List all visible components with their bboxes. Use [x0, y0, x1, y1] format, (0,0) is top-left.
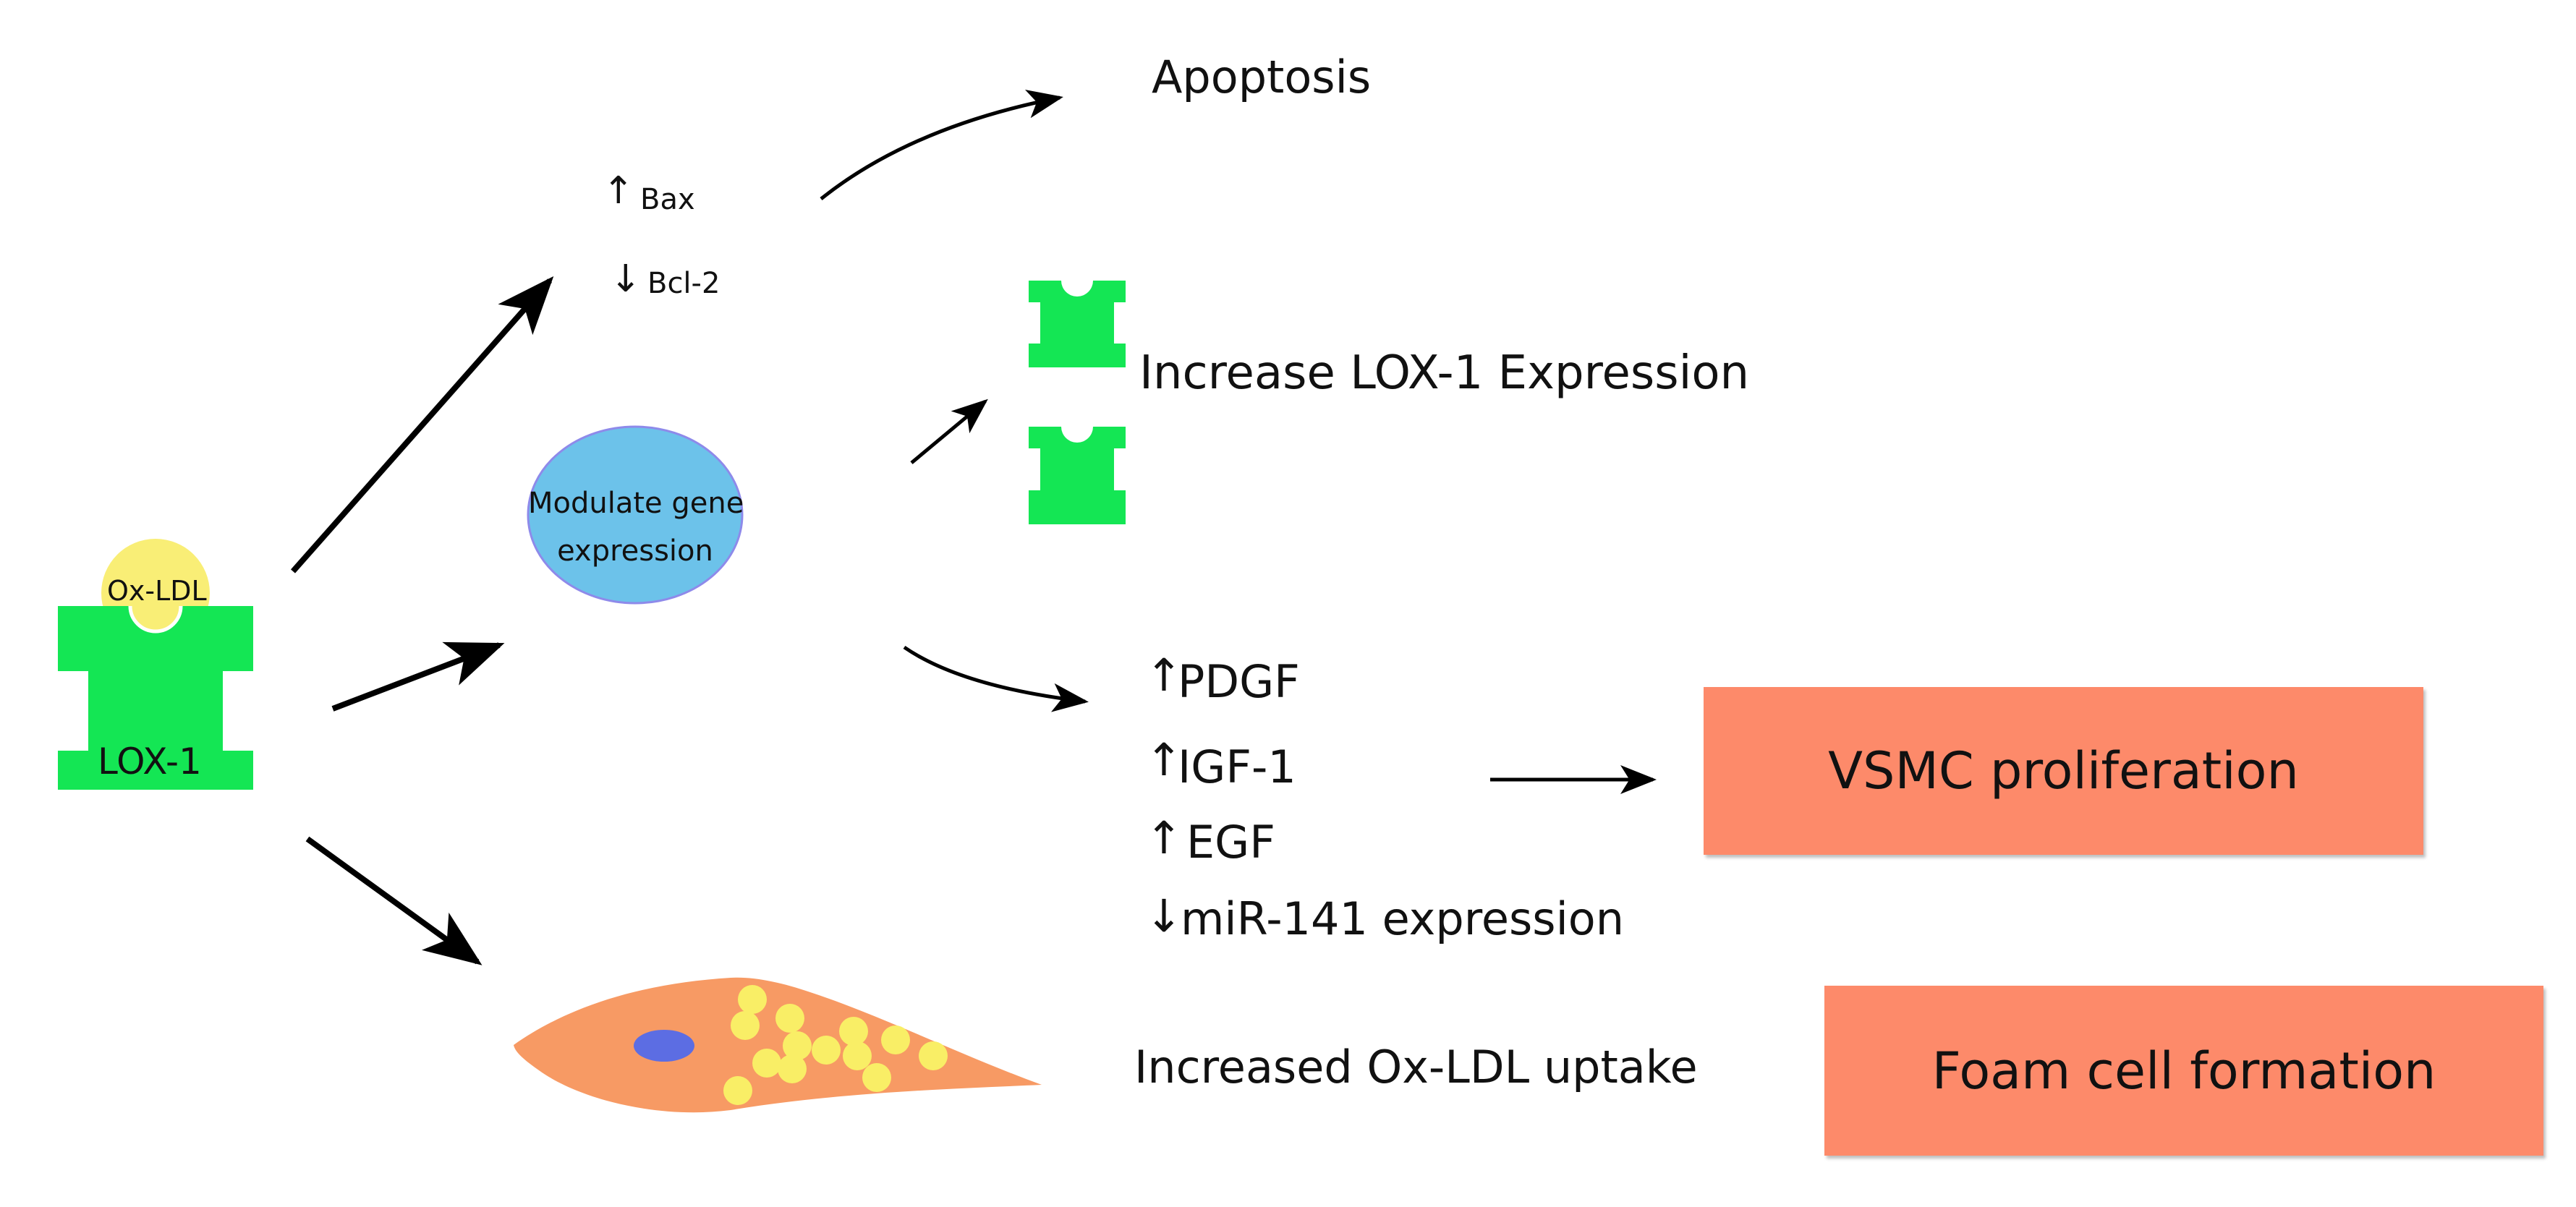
pdgf-label: PDGF: [1178, 655, 1300, 708]
arrow-lox1-to-nucleus: [331, 641, 505, 712]
uptake-label: Increased Ox-LDL uptake: [1134, 1041, 1698, 1093]
egf-up-arrow-icon: ↑: [1145, 811, 1183, 864]
foam-cell-formation-label: Foam cell formation: [1931, 1041, 2436, 1101]
apoptosis-label: Apoptosis: [1152, 51, 1372, 103]
nucleus-label-line1: Modulate gene: [528, 487, 744, 520]
lox1-label: LOX-1: [98, 741, 202, 782]
lox1-receptor-shape: [58, 606, 253, 790]
mir141-down-arrow-icon: ↓: [1145, 890, 1183, 942]
egf-label: EGF: [1186, 816, 1275, 869]
bcl2-label: Bcl-2: [647, 267, 720, 300]
ox-ldl-label: Ox-LDL: [107, 575, 207, 607]
cell-body: [514, 977, 1042, 1113]
arrow-nucleus-to-growth-factors: [903, 645, 1089, 712]
flow-arrows: [291, 89, 1657, 965]
bax-up-arrow-icon: ↑: [603, 169, 634, 213]
mir141-label: miR-141 expression: [1181, 892, 1625, 945]
new-receptor-2: [1029, 427, 1126, 524]
bax-label: Bax: [640, 183, 695, 216]
arrow-lox1-to-foam-cell: [305, 836, 483, 965]
foam-cell-formation-box: Foam cell formation: [1824, 986, 2543, 1156]
foam-cell: [514, 977, 1042, 1113]
cell-nucleus: [634, 1030, 694, 1062]
new-receptor-1: [1029, 281, 1126, 367]
lox-expression-label: Increase LOX-1 Expression: [1139, 346, 1750, 400]
arrow-nucleus-to-lox-expression: [910, 398, 988, 464]
lox1-receptor: [58, 539, 253, 790]
igf1-label: IGF-1: [1178, 741, 1296, 793]
lipid-droplets: [723, 985, 948, 1105]
arrow-to-apoptosis: [820, 89, 1063, 200]
igf1-up-arrow-icon: ↑: [1145, 733, 1183, 786]
vsmc-proliferation-label: VSMC proliferation: [1828, 741, 2299, 801]
nucleus-ellipse: [527, 425, 744, 605]
nucleus-label-line2: expression: [557, 534, 713, 568]
vsmc-proliferation-box: VSMC proliferation: [1704, 687, 2423, 855]
arrow-lox1-to-apoptosis-markers: [291, 276, 554, 573]
pdgf-up-arrow-icon: ↑: [1145, 649, 1183, 701]
bcl2-down-arrow-icon: ↓: [610, 257, 642, 301]
